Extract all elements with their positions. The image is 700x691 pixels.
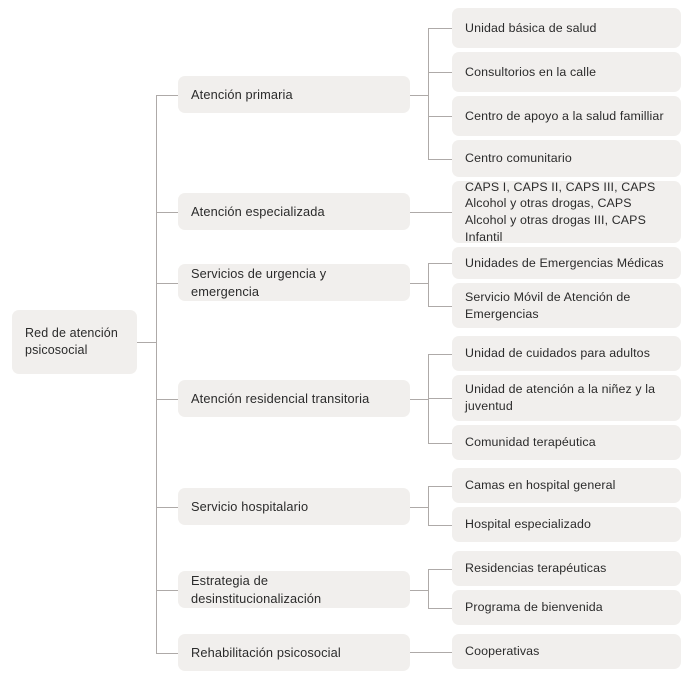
leaf-node-unidad-de-atencion-a-la-ninez-y-la-juventu[interactable]: Unidad de atención a la niñez y la juven… (452, 375, 681, 421)
branch-node-atencion-especializada[interactable]: Atención especializada (178, 193, 410, 230)
branch-node-servicios-de-urgencia-y-emergencia-label: Servicios de urgencia y emergencia (191, 266, 327, 299)
branch-node-atencion-primaria-label: Atención primaria (191, 86, 293, 102)
leaf-node-residencias-terapeuticas[interactable]: Residencias terapéuticas (452, 551, 681, 586)
leaf-node-consultorios-en-la-calle[interactable]: Consultorios en la calle (452, 52, 681, 92)
leaf-node-hospital-especializado-label: Hospital especializado (465, 517, 592, 532)
leaf-node-unidad-basica-de-salud[interactable]: Unidad básica de salud (452, 8, 681, 48)
branch-node-servicio-hospitalario[interactable]: Servicio hospitalario (178, 488, 410, 525)
leaf-node-caps-i-caps-ii-caps-iii-caps-alcohol-y-otr-label: CAPS I, CAPS II, CAPS III, CAPS Alcohol … (465, 179, 656, 244)
leaf-node-unidad-basica-de-salud-label: Unidad básica de salud (465, 20, 597, 35)
leaf-node-unidad-de-atencion-a-la-ninez-y-la-juventu-label: Unidad de atención a la niñez y la juven… (465, 382, 656, 413)
leaf-node-comunidad-terapeutica[interactable]: Comunidad terapéutica (452, 425, 681, 460)
branch-node-servicio-hospitalario-label: Servicio hospitalario (191, 498, 309, 514)
leaf-node-unidad-de-cuidados-para-adultos-label: Unidad de cuidados para adultos (465, 346, 651, 361)
leaf-node-caps-i-caps-ii-caps-iii-caps-alcohol-y-otr[interactable]: CAPS I, CAPS II, CAPS III, CAPS Alcohol … (452, 179, 681, 244)
branch-node-servicios-de-urgencia-y-emergencia[interactable]: Servicios de urgencia y emergencia (178, 264, 410, 301)
leaf-node-unidad-de-cuidados-para-adultos[interactable]: Unidad de cuidados para adultos (452, 336, 681, 371)
leaf-node-cooperativas[interactable]: Cooperativas (452, 634, 681, 669)
leaf-node-programa-de-bienvenida[interactable]: Programa de bienvenida (452, 590, 681, 625)
branch-node-rehabilitacion-psicosocial-label: Rehabilitación psicosocial (191, 644, 341, 660)
leaf-node-cooperativas-label: Cooperativas (465, 644, 540, 659)
leaf-node-consultorios-en-la-calle-label: Consultorios en la calle (465, 64, 597, 79)
leaf-node-centro-de-apoyo-a-la-salud-familliar-label: Centro de apoyo a la salud familliar (465, 108, 664, 123)
leaf-node-hospital-especializado[interactable]: Hospital especializado (452, 507, 681, 542)
leaf-node-programa-de-bienvenida-label: Programa de bienvenida (465, 600, 603, 615)
branch-node-estrategia-de-desinstitucionalizacion-label: Estrategia de desinstitucionalización (191, 573, 322, 606)
branch-node-atencion-residencial-transitoria-label: Atención residencial transitoria (191, 390, 370, 406)
root-node[interactable]: Red de atención psicosocial (12, 310, 137, 374)
leaf-node-camas-en-hospital-general[interactable]: Camas en hospital general (452, 468, 681, 503)
leaf-node-unidades-de-emergencias-medicas[interactable]: Unidades de Emergencias Médicas (452, 247, 681, 279)
root-node-label: Red de atención psicosocial (25, 326, 118, 357)
leaf-node-residencias-terapeuticas-label: Residencias terapéuticas (465, 561, 607, 576)
leaf-node-centro-comunitario[interactable]: Centro comunitario (452, 140, 681, 177)
branch-node-rehabilitacion-psicosocial[interactable]: Rehabilitación psicosocial (178, 634, 410, 671)
branch-node-atencion-primaria[interactable]: Atención primaria (178, 76, 410, 113)
leaf-node-centro-de-apoyo-a-la-salud-familliar[interactable]: Centro de apoyo a la salud familliar (452, 96, 681, 136)
leaf-node-comunidad-terapeutica-label: Comunidad terapéutica (465, 435, 596, 450)
leaf-node-centro-comunitario-label: Centro comunitario (465, 151, 572, 166)
branch-node-atencion-especializada-label: Atención especializada (191, 203, 325, 219)
leaf-node-unidades-de-emergencias-medicas-label: Unidades de Emergencias Médicas (465, 255, 664, 270)
branch-node-atencion-residencial-transitoria[interactable]: Atención residencial transitoria (178, 380, 410, 417)
leaf-node-servicio-movil-de-atencion-de-emergencias[interactable]: Servicio Móvil de Atención de Emergencia… (452, 283, 681, 328)
leaf-node-camas-en-hospital-general-label: Camas en hospital general (465, 478, 616, 493)
branch-node-estrategia-de-desinstitucionalizacion[interactable]: Estrategia de desinstitucionalización (178, 571, 410, 608)
leaf-node-servicio-movil-de-atencion-de-emergencias-label: Servicio Móvil de Atención de Emergencia… (465, 289, 631, 321)
